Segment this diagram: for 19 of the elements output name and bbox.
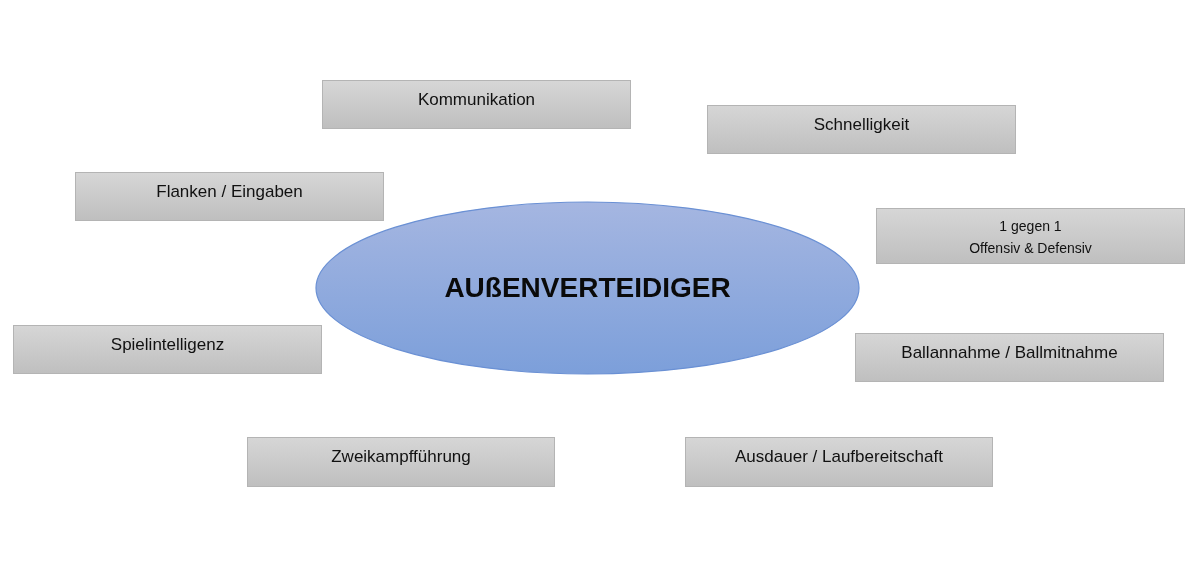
skill-label: Schnelligkeit bbox=[813, 115, 910, 135]
skill-box bbox=[876, 208, 1185, 264]
topic-ellipse bbox=[315, 201, 860, 375]
skill-box bbox=[707, 105, 1016, 154]
skill-box bbox=[13, 325, 322, 374]
skill-label: Spielintelligenz bbox=[110, 335, 225, 355]
skill-box bbox=[855, 333, 1164, 382]
skill-label: Kommunikation bbox=[417, 90, 536, 110]
skill-label: Ballannahme / Ballmitnahme bbox=[901, 343, 1118, 363]
skill-box bbox=[247, 437, 555, 487]
skill-label: Zweikampfführung bbox=[331, 447, 471, 467]
skill-label: Flanken / Eingaben bbox=[156, 182, 303, 202]
skill-box bbox=[685, 437, 993, 487]
skill-label: Ausdauer / Laufbereitschaft bbox=[735, 447, 943, 467]
skill-label: Offensiv & Defensiv bbox=[969, 239, 1092, 258]
skill-box bbox=[322, 80, 631, 129]
skill-box bbox=[75, 172, 384, 221]
skill-label: 1 gegen 1 bbox=[999, 217, 1062, 236]
topic-title: AUßENVERTEIDIGER bbox=[444, 272, 731, 304]
